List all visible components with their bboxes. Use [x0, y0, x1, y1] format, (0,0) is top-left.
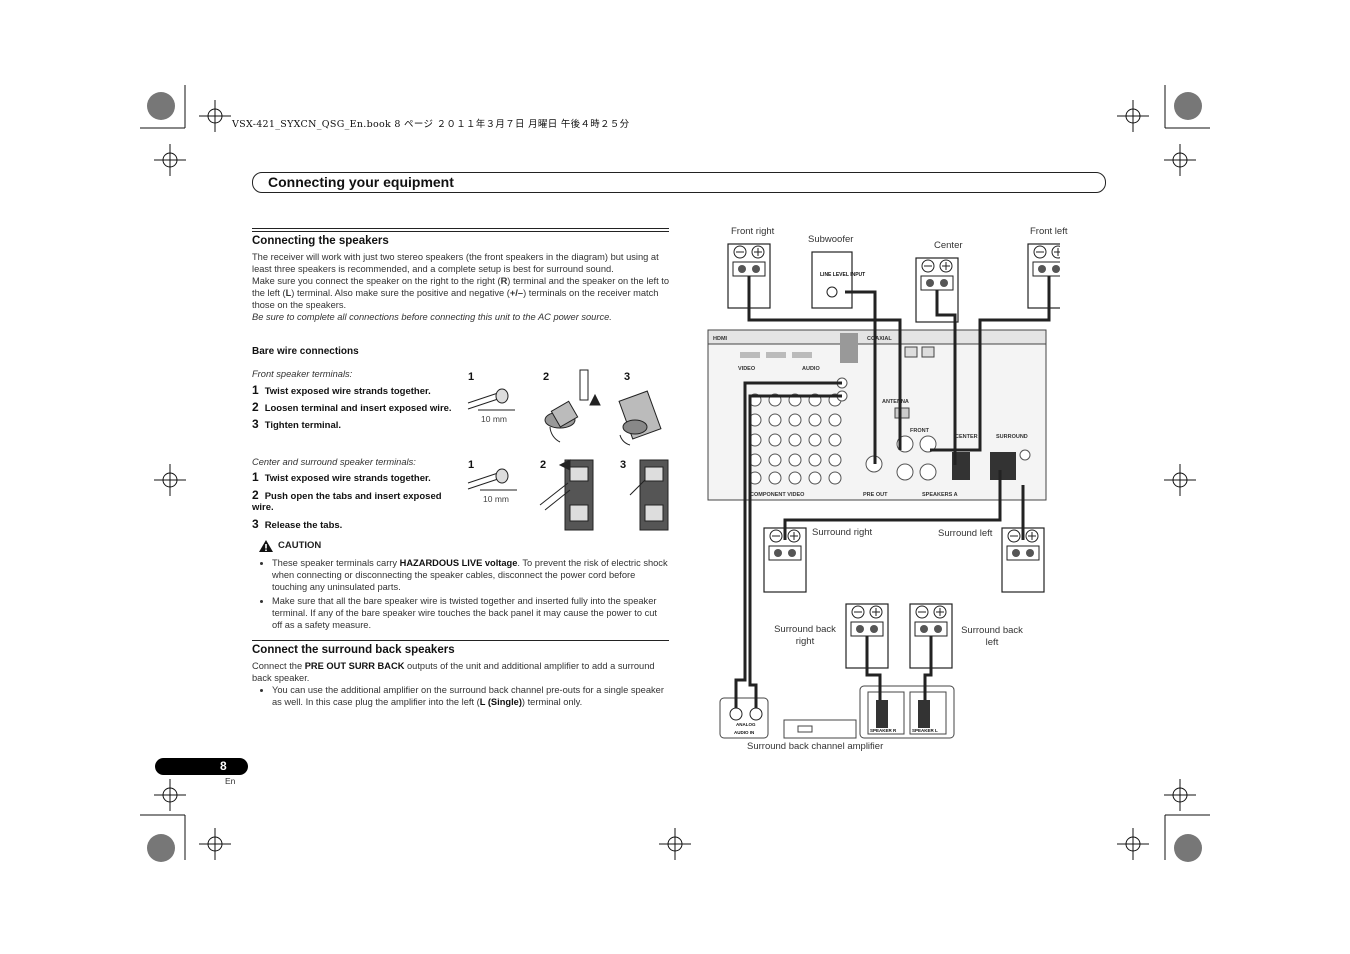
fig-number: 2 [540, 459, 547, 471]
amplifier-label: Surround back channel amplifier [747, 741, 884, 752]
amp-analog-label: ANALOG [736, 722, 756, 727]
panel-coaxial-label: COAXIAL [867, 336, 892, 342]
surround-right-cable [783, 470, 1002, 540]
subwoofer-cable [845, 290, 877, 464]
bare-wire-heading: Bare wire connections [252, 346, 359, 357]
center-terminals-label: Center and surround speaker terminals: [252, 457, 416, 467]
panel-speakers-a-label: SPEAKERS A [922, 492, 958, 498]
front-right-cable [747, 276, 902, 450]
front-left-speaker [1027, 243, 1060, 309]
fig-number: 3 [620, 459, 627, 471]
section-title: Connecting your equipment [268, 174, 454, 190]
panel-audio-label: AUDIO [802, 366, 820, 372]
amp-audio-in-label: AUDIO IN [734, 730, 754, 735]
speakers-body: The receiver will work with just two ste… [252, 251, 670, 323]
front-left-label: Front left [1030, 226, 1068, 237]
surround-back-heading: Connect the surround back speakers [252, 644, 455, 656]
fig-number: 1 [468, 459, 475, 471]
pre-out-cable-r [734, 381, 842, 708]
section-bar [252, 172, 1106, 193]
section-rule [252, 640, 669, 641]
center-cable [935, 290, 957, 465]
panel-surround-label: SURROUND [996, 434, 1028, 440]
fig-number: 1 [468, 371, 475, 383]
page-number: 8 [220, 759, 227, 773]
caution-list: These speaker terminals carry HAZARDOUS … [258, 557, 669, 633]
print-header: VSX-421_SYXCN_QSG_En.book 8 ページ ２０１１年３月７… [232, 119, 630, 130]
wire-twist-illustration [467, 468, 517, 491]
spring-clip-push [539, 459, 594, 531]
panel-pre-out-label: PRE OUT [863, 492, 888, 498]
amp-speaker-l-label: SPEAKER L [912, 728, 938, 733]
pre-out-cable-l [748, 394, 842, 708]
spring-clip-release [629, 459, 669, 531]
surround-left-label: Surround left [938, 528, 993, 539]
front-right-label: Front right [731, 226, 775, 237]
surround-back-left-label: Surround back left [961, 625, 1023, 648]
para-2: Make sure you connect the speaker on the… [252, 276, 670, 310]
front-terminal-tighten [618, 390, 662, 446]
surround-back-body: Connect the PRE OUT SURR BACK outputs of… [252, 660, 670, 710]
subwoofer [811, 251, 853, 309]
surround-back-para: Connect the PRE OUT SURR BACK outputs of… [252, 661, 655, 683]
heading-rule [252, 228, 669, 229]
panel-video-label: VIDEO [738, 366, 756, 372]
heading-rule [252, 231, 669, 232]
surround-back-right-label: Surround back right [774, 624, 836, 647]
surround-back-right-cable [865, 636, 882, 700]
caution-warning-icon [259, 540, 273, 552]
para-1: The receiver will work with just two ste… [252, 252, 659, 274]
surround-back-bullet: You can use the additional amplifier on … [272, 684, 670, 708]
center-label: Center [934, 240, 963, 251]
amp-speaker-r-label: SPEAKER R [870, 728, 897, 733]
page-number-tab [155, 758, 248, 775]
panel-center-label: CENTER [955, 434, 978, 440]
panel-hdmi-label: HDMI [713, 336, 728, 342]
mm-label: 10 mm [483, 494, 509, 504]
fig-number: 3 [624, 371, 631, 383]
panel-front-label: FRONT [910, 428, 930, 434]
terminal-illustrations [467, 369, 669, 531]
mm-label: 10 mm [481, 414, 507, 424]
surround-back-amplifier [719, 685, 955, 739]
front-left-cable [930, 276, 1051, 452]
front-terminals-label: Front speaker terminals: [252, 369, 353, 379]
caution-label: CAUTION [278, 540, 322, 551]
wire-twist-illustration [467, 388, 515, 411]
panel-antenna-label: ANTENNA [882, 399, 909, 405]
surround-back-left-cable [923, 636, 933, 700]
panel-component-label: COMPONENT VIDEO [750, 492, 805, 498]
speaker-wiring-diagram: HDMI VIDEO AUDIO ANTENNA COAXIAL FRONT C… [707, 243, 1060, 739]
fig-number: 2 [543, 371, 550, 383]
front-terminal-loosen [544, 369, 601, 443]
caution-item: These speaker terminals carry HAZARDOUS … [272, 557, 669, 593]
caution-item: Make sure that all the bare speaker wire… [272, 595, 669, 631]
surround-right-label: Surround right [812, 527, 873, 538]
page-language: En [225, 776, 236, 786]
receiver-rear-panel [707, 329, 1047, 501]
subwoofer-label: Subwoofer [808, 234, 854, 245]
speakers-heading: Connecting the speakers [252, 235, 389, 247]
line-level-input-label: LINE LEVEL INPUT [820, 272, 865, 278]
power-note: Be sure to complete all connections befo… [252, 312, 612, 322]
